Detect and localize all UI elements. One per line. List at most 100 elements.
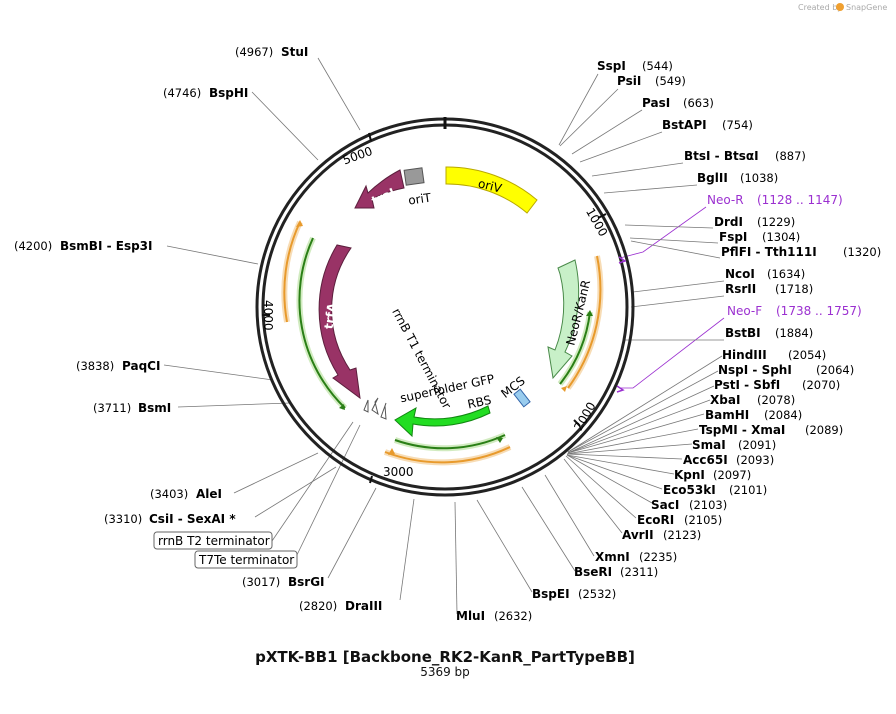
- tick-mark: [597, 213, 607, 219]
- site-psti: PstI - SbfI: [714, 378, 780, 392]
- site-pflfi: PflFI - Tth111I: [721, 245, 817, 259]
- leader-bspei: [476, 499, 533, 593]
- snapgene-brand: SnapGene: [846, 3, 887, 12]
- rbs-label: RBS: [466, 393, 492, 412]
- site-kpni: KpnI: [674, 468, 705, 482]
- site-bsmi-pos: (3711): [93, 401, 131, 415]
- tick-3000: 3000: [383, 465, 414, 479]
- leader-paqci: [163, 364, 274, 381]
- trfa-label: trfA: [322, 301, 340, 330]
- leader-neof: [620, 317, 725, 389]
- site-alei-pos: (3403): [150, 487, 188, 501]
- site-stui-pos: (4967): [235, 45, 273, 59]
- site-acc65i-pos: (2093): [736, 453, 774, 467]
- neo-f-primer-marker: [616, 385, 625, 393]
- leader-saci: [566, 454, 653, 504]
- leader-pasi: [571, 109, 643, 155]
- leader-bsmi: [177, 402, 291, 408]
- leader-xmni: [544, 474, 595, 557]
- orf-arrow-icon: [388, 448, 395, 455]
- site-bstbi: BstBI: [725, 326, 761, 340]
- primer-neo-r: Neo-R: [707, 193, 744, 207]
- t7te-label: T7Te terminator: [198, 553, 294, 567]
- site-bspei: BspEI: [532, 587, 570, 601]
- sites-left: MluI (2632) DraIII (2820) BsrGI (3017) C…: [14, 45, 532, 623]
- site-fspi-pos: (1304): [762, 230, 800, 244]
- leader-neor: [619, 206, 707, 259]
- feature-traj: [354, 169, 405, 209]
- site-bsmbi: BsmBI - Esp3I: [60, 239, 152, 253]
- leader-bstapi: [579, 131, 663, 163]
- orf-arcs: [281, 220, 604, 466]
- leader-ecori: [565, 455, 637, 519]
- site-bseri: BseRI: [574, 565, 612, 579]
- tick-mark: [573, 419, 581, 427]
- site-pasi-pos: (663): [683, 96, 714, 110]
- site-bseri-pos: (2311): [620, 565, 658, 579]
- site-rsrii-pos: (1718): [775, 282, 813, 296]
- oriv-label: oriV: [477, 176, 504, 196]
- rrnb-t2-box: [153, 531, 273, 550]
- site-csii-pos: (3310): [104, 512, 142, 526]
- leader-bseri: [521, 486, 576, 572]
- created-by-text: Created by: [798, 3, 842, 12]
- site-bstapi: BstAPI: [662, 118, 707, 132]
- site-saci: SacI: [651, 498, 679, 512]
- site-bamhi: BamHI: [705, 408, 749, 422]
- site-sphi-pos: (2064): [816, 363, 854, 377]
- leader-draiii: [399, 498, 415, 601]
- site-saci-pos: (2103): [689, 498, 727, 512]
- site-hindiii-pos: (2054): [788, 348, 826, 362]
- site-ncoi-pos: (1634): [767, 267, 805, 281]
- terminator-icon: [380, 402, 387, 420]
- leader-rrnbt2: [271, 421, 354, 542]
- leader-lines: [163, 57, 725, 615]
- t7te-box: [194, 550, 298, 569]
- leader-rsrii: [630, 295, 725, 308]
- primer-neo-f: Neo-F: [727, 304, 762, 318]
- site-xbai: XbaI: [710, 393, 740, 407]
- position-ticks: 1000 2000 3000 4000 5000: [261, 132, 610, 484]
- site-kpni-pos: (2097): [713, 468, 751, 482]
- tick-mark: [369, 475, 373, 484]
- site-rsrii: RsrII: [725, 282, 756, 296]
- site-bsrgi-pos: (3017): [242, 575, 280, 589]
- site-drdi: DrdI: [714, 215, 743, 229]
- plasmid-title: pXTK-BB1 [Backbone_RK2-KanR_PartTypeBB]: [255, 648, 635, 666]
- rrnb-t2-label: rrnB T2 terminator: [158, 534, 270, 548]
- leader-btsi: [591, 162, 684, 177]
- site-paqci-pos: (3838): [76, 359, 114, 373]
- site-pasi: PasI: [642, 96, 670, 110]
- site-ncoi: NcoI: [725, 267, 755, 281]
- leader-acc65i: [566, 453, 683, 460]
- feature-superfolder-gfp: [394, 405, 491, 438]
- site-psii-pos: (549): [655, 74, 686, 88]
- tick-mark: [368, 132, 372, 142]
- leader-stui: [317, 57, 361, 131]
- site-fspi: FspI: [719, 230, 747, 244]
- leader-avrii: [563, 458, 623, 534]
- site-ecori: EcoRI: [637, 513, 674, 527]
- site-xmai-pos: (2089): [805, 423, 843, 437]
- snapgene-logo-icon: [836, 3, 844, 11]
- site-xmni-pos: (2235): [639, 550, 677, 564]
- primer-neo-r-pos: (1128 .. 1147): [757, 193, 843, 207]
- site-xmni: XmnI: [595, 550, 630, 564]
- site-bglii: BglII: [697, 171, 728, 185]
- site-draiii: DraIII: [345, 599, 382, 613]
- site-bsmbi-pos: (4200): [14, 239, 52, 253]
- leader-hindiii: [567, 355, 723, 453]
- neo-r-primer-marker: [618, 256, 627, 264]
- site-mlui: MluI: [456, 609, 485, 623]
- feature-neor-kanr: [547, 259, 580, 380]
- site-bspei-pos: (2532): [578, 587, 616, 601]
- site-bglii-pos: (1038): [740, 171, 778, 185]
- feature-trfa: [318, 244, 361, 400]
- leader-t7te: [294, 424, 361, 560]
- site-paqci: PaqCI: [122, 359, 160, 373]
- leader-bsphi: [251, 91, 319, 161]
- leader-sphi: [567, 370, 719, 453]
- site-drdi-pos: (1229): [757, 215, 795, 229]
- orf-arrow-icon: [586, 310, 593, 316]
